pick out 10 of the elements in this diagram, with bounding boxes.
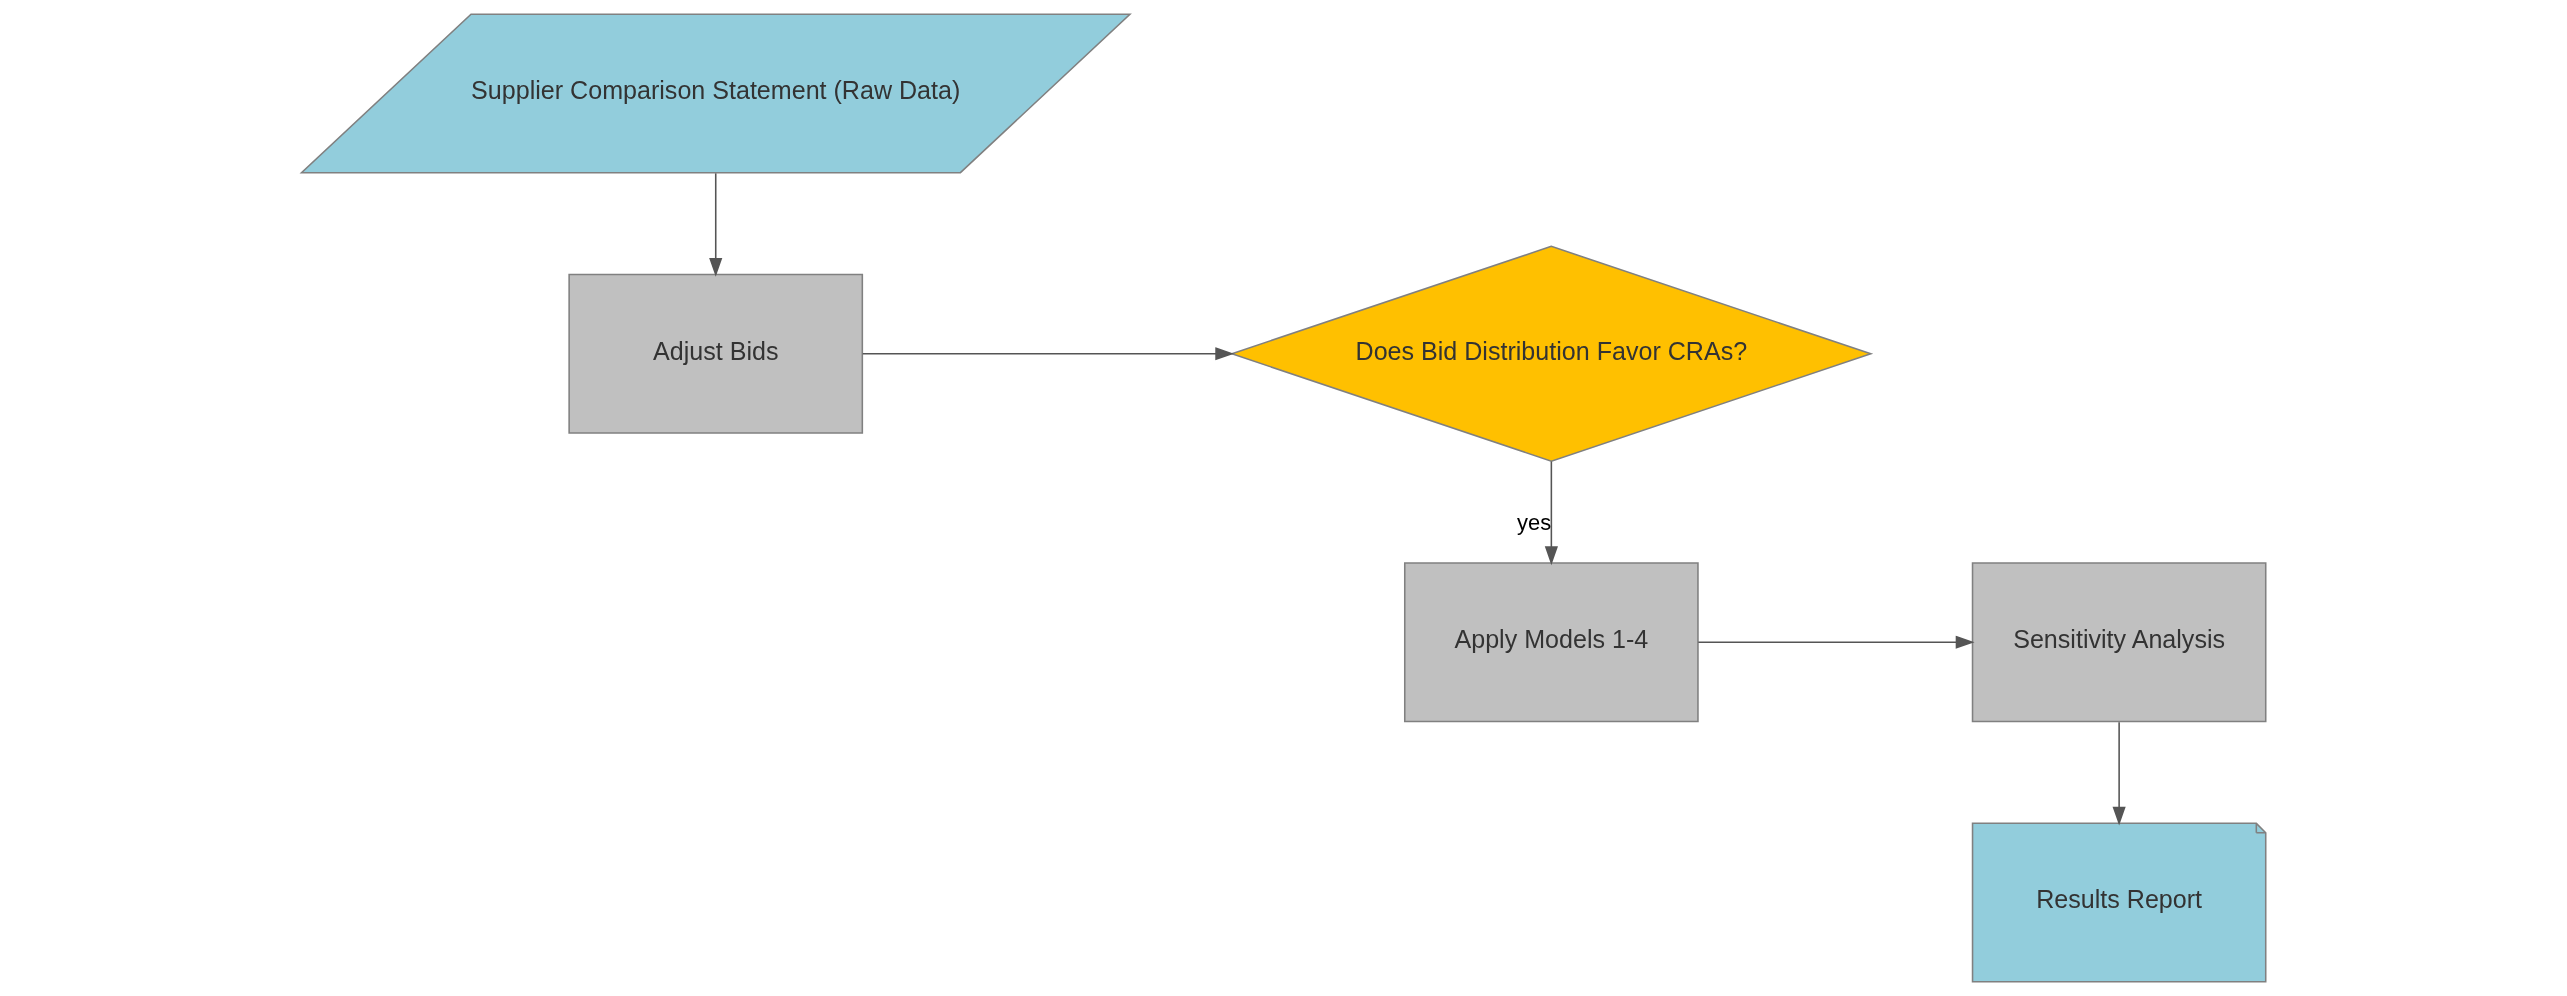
node-box: Adjust Bids	[568, 273, 864, 434]
arrow	[2112, 721, 2126, 826]
node-box: Sensitivity Analysis	[1971, 562, 2267, 723]
edge-label: yes	[1517, 509, 1552, 535]
arrow	[1544, 460, 1558, 566]
node-diamond: Does Bid Distribution Favor CRAs?	[1229, 245, 1874, 462]
arrow	[862, 347, 1235, 361]
arrow	[709, 172, 723, 277]
arrow	[1697, 635, 1975, 649]
node-box: Apply Models 1-4	[1403, 562, 1699, 723]
